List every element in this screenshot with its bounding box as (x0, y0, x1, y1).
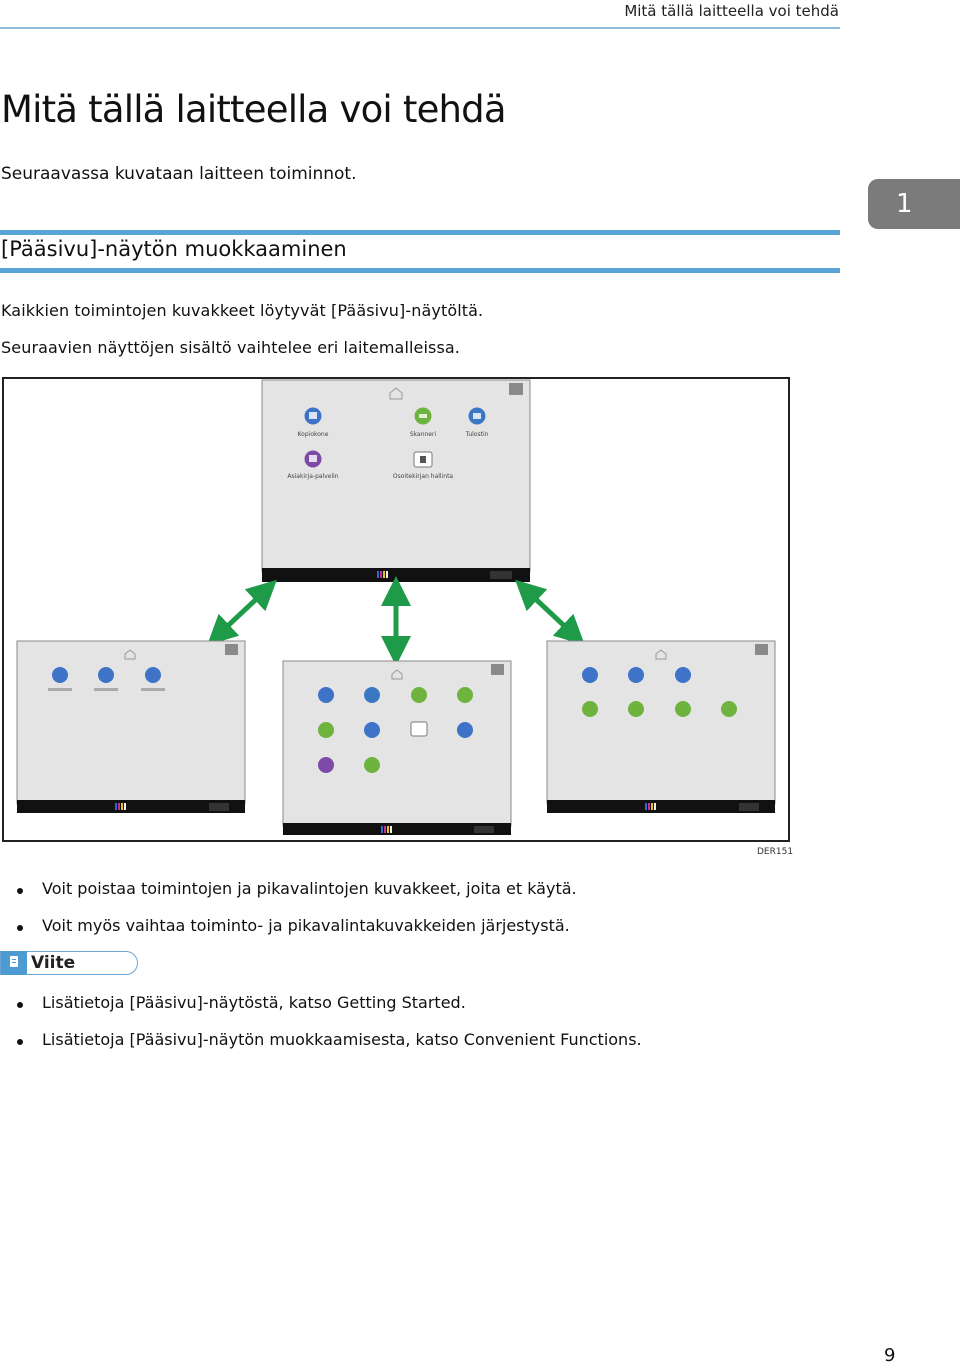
toner-indicator (377, 571, 388, 578)
screen-switch-icon (491, 664, 504, 675)
list-item: Voit poistaa toimintojen ja pikavalintoj… (15, 879, 577, 898)
note-icon (1, 950, 27, 975)
clock-readout (739, 803, 759, 811)
app-icon (628, 701, 644, 717)
toner-indicator (381, 826, 392, 833)
app-label: Kopiokone (298, 431, 329, 438)
clock-readout (474, 826, 494, 833)
app-icon (318, 722, 334, 738)
app-icon (721, 701, 737, 717)
app-icon (145, 667, 161, 683)
list-item-text: Lisätietoja [Pääsivu]-näytön muokkaamise… (42, 1030, 642, 1049)
home-screen-figure: Kopiokone Skanneri Tulostin Asiakirja-pa… (2, 377, 790, 842)
app-icon (582, 667, 598, 683)
list-item-text: Lisätietoja [Pääsivu]-näytöstä, katso Ge… (42, 993, 466, 1012)
home-icon (124, 649, 136, 660)
scanner-icon (414, 407, 432, 425)
home-icon (655, 649, 667, 660)
screen-frame (282, 660, 512, 827)
home-icon (391, 669, 403, 680)
app-label: Tulostin (465, 431, 489, 438)
home-screen-right (546, 640, 776, 813)
app-icon (675, 667, 691, 683)
status-bar (283, 823, 511, 835)
header-rule (0, 27, 840, 29)
paragraph: Kaikkien toimintojen kuvakkeet löytyvät … (1, 301, 484, 320)
home-icon (389, 387, 403, 400)
status-bar (17, 800, 245, 813)
chapter-tab: 1 (868, 179, 960, 229)
reference-badge: Viite (0, 950, 138, 975)
section-rule-bottom (0, 268, 840, 273)
toner-indicator (115, 803, 126, 810)
list-item-text: Voit poistaa toimintojen ja pikavalintoj… (42, 879, 577, 898)
app-label: Skanneri (410, 431, 437, 438)
app-icon (675, 701, 691, 717)
reference-label: Viite (31, 953, 76, 973)
page-title: Mitä tällä laitteella voi tehdä (1, 88, 507, 131)
app-icon (411, 687, 427, 703)
app-icon (364, 687, 380, 703)
arrow-right (515, 579, 585, 646)
screen-switch-icon (225, 644, 238, 655)
app-icon (364, 722, 380, 738)
clock-readout (209, 803, 229, 811)
app-icon (318, 757, 334, 773)
screen-frame (16, 640, 246, 805)
app-icon (628, 667, 644, 683)
status-bar (262, 568, 530, 582)
app-icon (98, 667, 114, 683)
status-bar (547, 800, 775, 813)
app-label-placeholder (94, 688, 118, 691)
app-icon (457, 687, 473, 703)
app-label-placeholder (48, 688, 72, 691)
document-server-icon (304, 450, 322, 468)
home-screen-top: Kopiokone Skanneri Tulostin Asiakirja-pa… (261, 379, 531, 582)
list-item: Lisätietoja [Pääsivu]-näytöstä, katso Ge… (15, 993, 466, 1012)
app-icon (318, 687, 334, 703)
app-label-placeholder (141, 688, 165, 691)
clock-readout (490, 571, 512, 579)
page-number: 9 (884, 1345, 896, 1366)
app-label: Osoitekirjan hallinta (393, 473, 454, 480)
figure-code: DER151 (757, 847, 794, 857)
copier-icon (304, 407, 322, 425)
address-book-icon (413, 451, 433, 468)
printer-icon (468, 407, 486, 425)
section-title: [Pääsivu]-näytön muokkaaminen (1, 237, 347, 261)
list-item-text: Voit myös vaihtaa toiminto- ja pikavalin… (42, 916, 570, 935)
section-rule-top (0, 230, 840, 235)
running-header: Mitä tällä laitteella voi tehdä (624, 2, 839, 20)
arrow-left (207, 579, 277, 646)
app-icon (410, 721, 428, 737)
list-item: Lisätietoja [Pääsivu]-näytön muokkaamise… (15, 1030, 642, 1049)
list-item: Voit myös vaihtaa toiminto- ja pikavalin… (15, 916, 570, 935)
paragraph: Seuraavien näyttöjen sisältö vaihtelee e… (1, 338, 460, 357)
app-icon (457, 722, 473, 738)
app-icon (582, 701, 598, 717)
home-screen-center (282, 660, 512, 835)
home-screen-diagram: Kopiokone Skanneri Tulostin Asiakirja-pa… (16, 379, 776, 835)
transition-arrows (207, 576, 585, 666)
screen-frame (546, 640, 776, 805)
app-icon (52, 667, 68, 683)
intro-text: Seuraavassa kuvataan laitteen toiminnot. (1, 164, 357, 184)
home-screen-left (16, 640, 246, 813)
app-label: Asiakirja-palvelin (287, 473, 338, 480)
app-icon (364, 757, 380, 773)
screen-switch-icon (509, 383, 523, 395)
toner-indicator (645, 803, 656, 810)
screen-switch-icon (755, 644, 768, 655)
